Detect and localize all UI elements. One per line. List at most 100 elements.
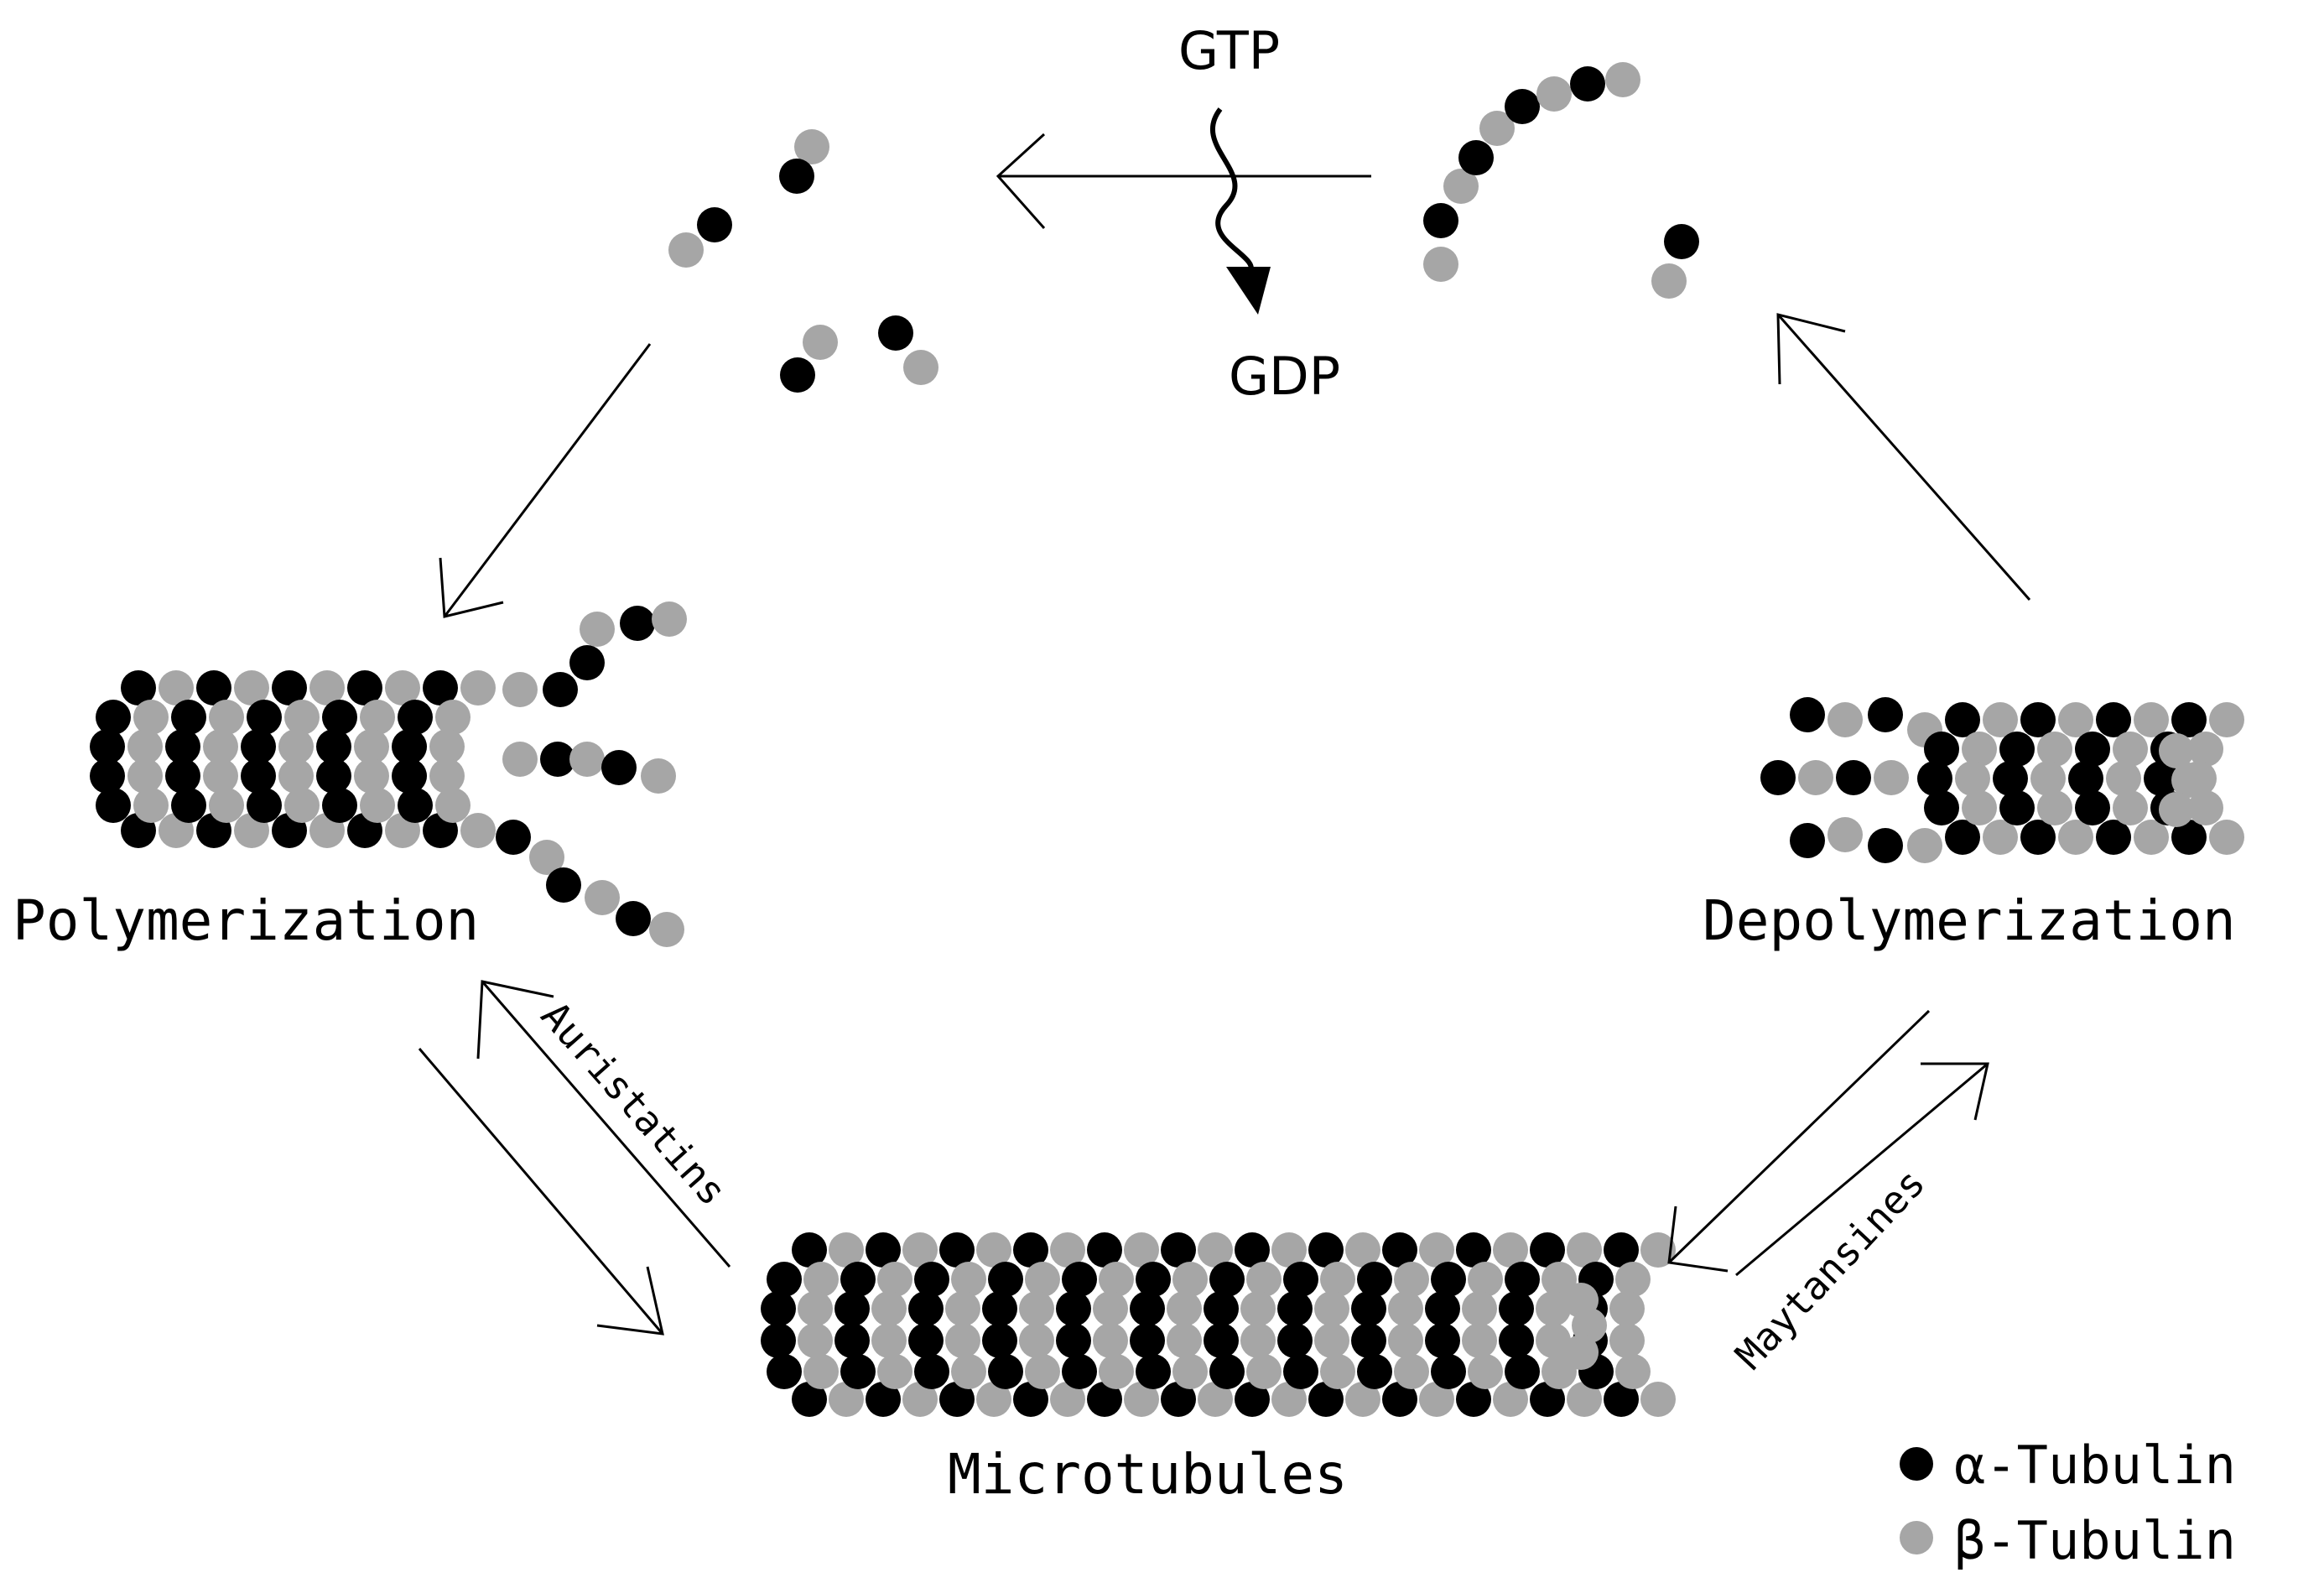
maytansines-label: Maytansines <box>1727 1160 1934 1378</box>
beta-tubulin-subunit <box>877 1262 912 1297</box>
alpha-tubulin-subunit <box>914 1262 949 1297</box>
alpha-tubulin-subunit <box>1056 1291 1091 1326</box>
alpha-tubulin-subunit <box>546 867 581 903</box>
beta-tubulin-subunit <box>1955 761 1990 796</box>
beta-tubulin-subunit <box>2159 733 2194 768</box>
alpha-tubulin-subunit <box>247 700 282 735</box>
beta-tubulin-subunit <box>1462 1291 1497 1326</box>
alpha-tubulin-subunit <box>398 788 433 823</box>
alpha-tubulin-subunit <box>1570 66 1605 102</box>
alpha-tubulin-subunit <box>780 357 815 393</box>
beta-tubulin-subunit <box>1640 1382 1676 1417</box>
microtubule <box>761 1232 1676 1417</box>
alpha-tubulin-subunit <box>1136 1262 1171 1297</box>
beta-tubulin-subunit <box>1240 1291 1276 1326</box>
beta-tubulin-subunit <box>803 1262 839 1297</box>
beta-tubulin-subunit <box>278 729 314 764</box>
beta-tubulin-subunit <box>945 1291 980 1326</box>
beta-tubulin-subunit <box>1962 732 1997 767</box>
beta-tubulin-subunit <box>1019 1323 1054 1358</box>
beta-tubulin-subunit <box>1419 1382 1454 1417</box>
beta-tubulin-subunit <box>1271 1232 1307 1268</box>
alpha-tubulin-subunit <box>2171 820 2207 855</box>
beta-tubulin-subunit <box>829 1382 864 1417</box>
beta-tubulin-subunit <box>794 129 829 164</box>
beta-tubulin-subunit <box>1827 817 1863 852</box>
beta-tubulin-subunit <box>652 601 687 637</box>
beta-tubulin-subunit <box>1345 1232 1380 1268</box>
beta-tubulin-subunit <box>976 1382 1011 1417</box>
alpha-tubulin-subunit <box>1868 697 1903 732</box>
beta-tubulin-subunit <box>502 672 538 707</box>
beta-tubulin-subunit <box>1827 702 1863 737</box>
maytansines-equilibrium-arrows <box>1667 1009 1989 1277</box>
beta-tubulin-subunit <box>2058 820 2093 855</box>
free-tubulin-dimers <box>668 129 938 393</box>
alpha-tubulin-subunit <box>792 1382 827 1417</box>
beta-tubulin-subunit <box>1493 1382 1528 1417</box>
alpha-tubulin-subunit <box>1013 1382 1048 1417</box>
beta-tubulin-subunit <box>1124 1232 1159 1268</box>
beta-tubulin-subunit <box>1983 820 2018 855</box>
beta-tubulin-subunit <box>203 758 238 794</box>
beta-tubulin-subunit <box>133 788 169 823</box>
beta-tubulin-subunit <box>1093 1323 1128 1358</box>
alpha-tubulin-subunit <box>982 1291 1017 1326</box>
alpha-tubulin-subunit <box>1308 1232 1344 1268</box>
beta-tubulin-subunit <box>1651 263 1687 299</box>
beta-tubulin-subunit <box>1542 1262 1577 1297</box>
beta-tubulin-subunit <box>1271 1382 1307 1417</box>
alpha-tubulin-subunit <box>1604 1232 1639 1268</box>
alpha-tubulin-subunit <box>1999 732 2035 767</box>
alpha-tubulin-subunit <box>2075 732 2110 767</box>
alpha-tubulin-subunit <box>1161 1382 1196 1417</box>
beta-tubulin-subunit <box>1479 111 1515 146</box>
auristatins-equilibrium-arrows <box>418 980 731 1336</box>
beta-tubulin-subunit <box>2058 702 2093 737</box>
alpha-tubulin-subunit <box>1924 732 1959 767</box>
beta-tubulin-subunit <box>1198 1232 1233 1268</box>
beta-tubulin-subunit <box>649 912 684 947</box>
beta-tubulin-subunit <box>1314 1291 1349 1326</box>
alpha-tubulin-subunit <box>840 1354 876 1389</box>
beta-tubulin-subunit <box>1468 1354 1503 1389</box>
alpha-tubulin-subunit <box>1161 1232 1196 1268</box>
alpha-tubulin-subunit <box>1431 1354 1466 1389</box>
beta-tubulin-subunit <box>1907 828 1942 863</box>
beta-tubulin-subunit <box>284 788 320 823</box>
curved-protofilament <box>1423 62 1699 299</box>
beta-tubulin-subunit <box>1320 1262 1355 1297</box>
alpha-tubulin-subunit <box>543 672 578 707</box>
polymerization-label: Polymerization <box>13 888 479 953</box>
beta-tubulin-subunit <box>585 880 620 915</box>
beta-tubulin-subunit <box>1050 1232 1085 1268</box>
beta-tubulin-subunit <box>429 729 465 764</box>
alpha-tubulin-subunit <box>423 670 458 706</box>
alpha-tubulin-subunit <box>834 1323 870 1358</box>
beta-tubulin-subunit <box>1536 1323 1571 1358</box>
beta-tubulin-subunit <box>1615 1354 1651 1389</box>
alpha-tubulin-subunit <box>1456 1382 1491 1417</box>
alpha-tubulin-subunit <box>165 729 200 764</box>
beta-tubulin-subunit <box>1962 790 1997 825</box>
alpha-tubulin-subunit <box>121 670 156 706</box>
beta-tubulin-subunit <box>2188 790 2223 825</box>
beta-tubulin-subunit <box>360 700 395 735</box>
alpha-tubulin-subunit <box>601 750 637 785</box>
alpha-tubulin-subunit <box>241 729 276 764</box>
beta-tubulin-subunit <box>1167 1323 1202 1358</box>
gtp-exchange-arrow <box>996 133 1371 229</box>
beta-tubulin-subunit <box>1609 1323 1645 1358</box>
alpha-tubulin-subunit <box>1087 1232 1122 1268</box>
alpha-tubulin-subunit <box>272 670 307 706</box>
alpha-tubulin-subunit <box>908 1291 944 1326</box>
alpha-tubulin-subunit <box>1235 1232 1270 1268</box>
alpha-tubulin-subunit <box>1382 1232 1417 1268</box>
beta-tubulin-subunit <box>1874 760 1909 795</box>
alpha-tubulin-subunit <box>1530 1232 1565 1268</box>
alpha-tubulin-subunit <box>1499 1323 1534 1358</box>
alpha-tubulin-subunit <box>1204 1291 1239 1326</box>
alpha-tubulin-subunit <box>939 1232 975 1268</box>
alpha-tubulin-subunit <box>1204 1323 1239 1358</box>
